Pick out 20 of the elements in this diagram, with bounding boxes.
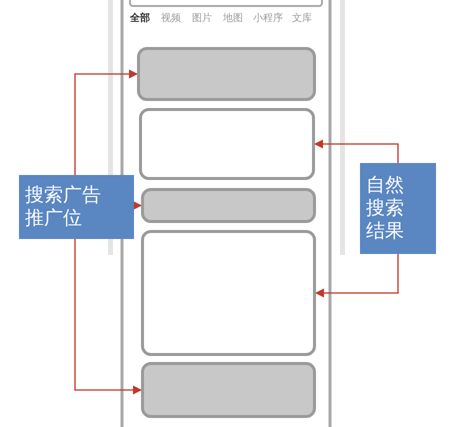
arrow [74,69,138,175]
tab-label: 全部 [130,12,150,25]
tab-label: 视频 [161,12,181,25]
callout-text: 自然搜索结果 [366,174,405,243]
result-card [139,108,315,180]
result-card [141,362,316,418]
callout-label [19,175,134,239]
tab-label: 地图 [223,12,243,25]
arrow [315,254,399,298]
result-card [141,188,316,223]
tab-label: 小程序 [253,12,283,25]
arrow [314,139,399,163]
result-card [137,47,316,101]
tab-label: 图片 [192,12,212,25]
callout-text: 搜索广告推广位 [25,184,102,230]
callout-label [360,163,436,254]
tab-label: 文库 [292,12,312,25]
arrow [74,239,142,395]
arrow [132,200,142,210]
result-card [141,230,316,356]
